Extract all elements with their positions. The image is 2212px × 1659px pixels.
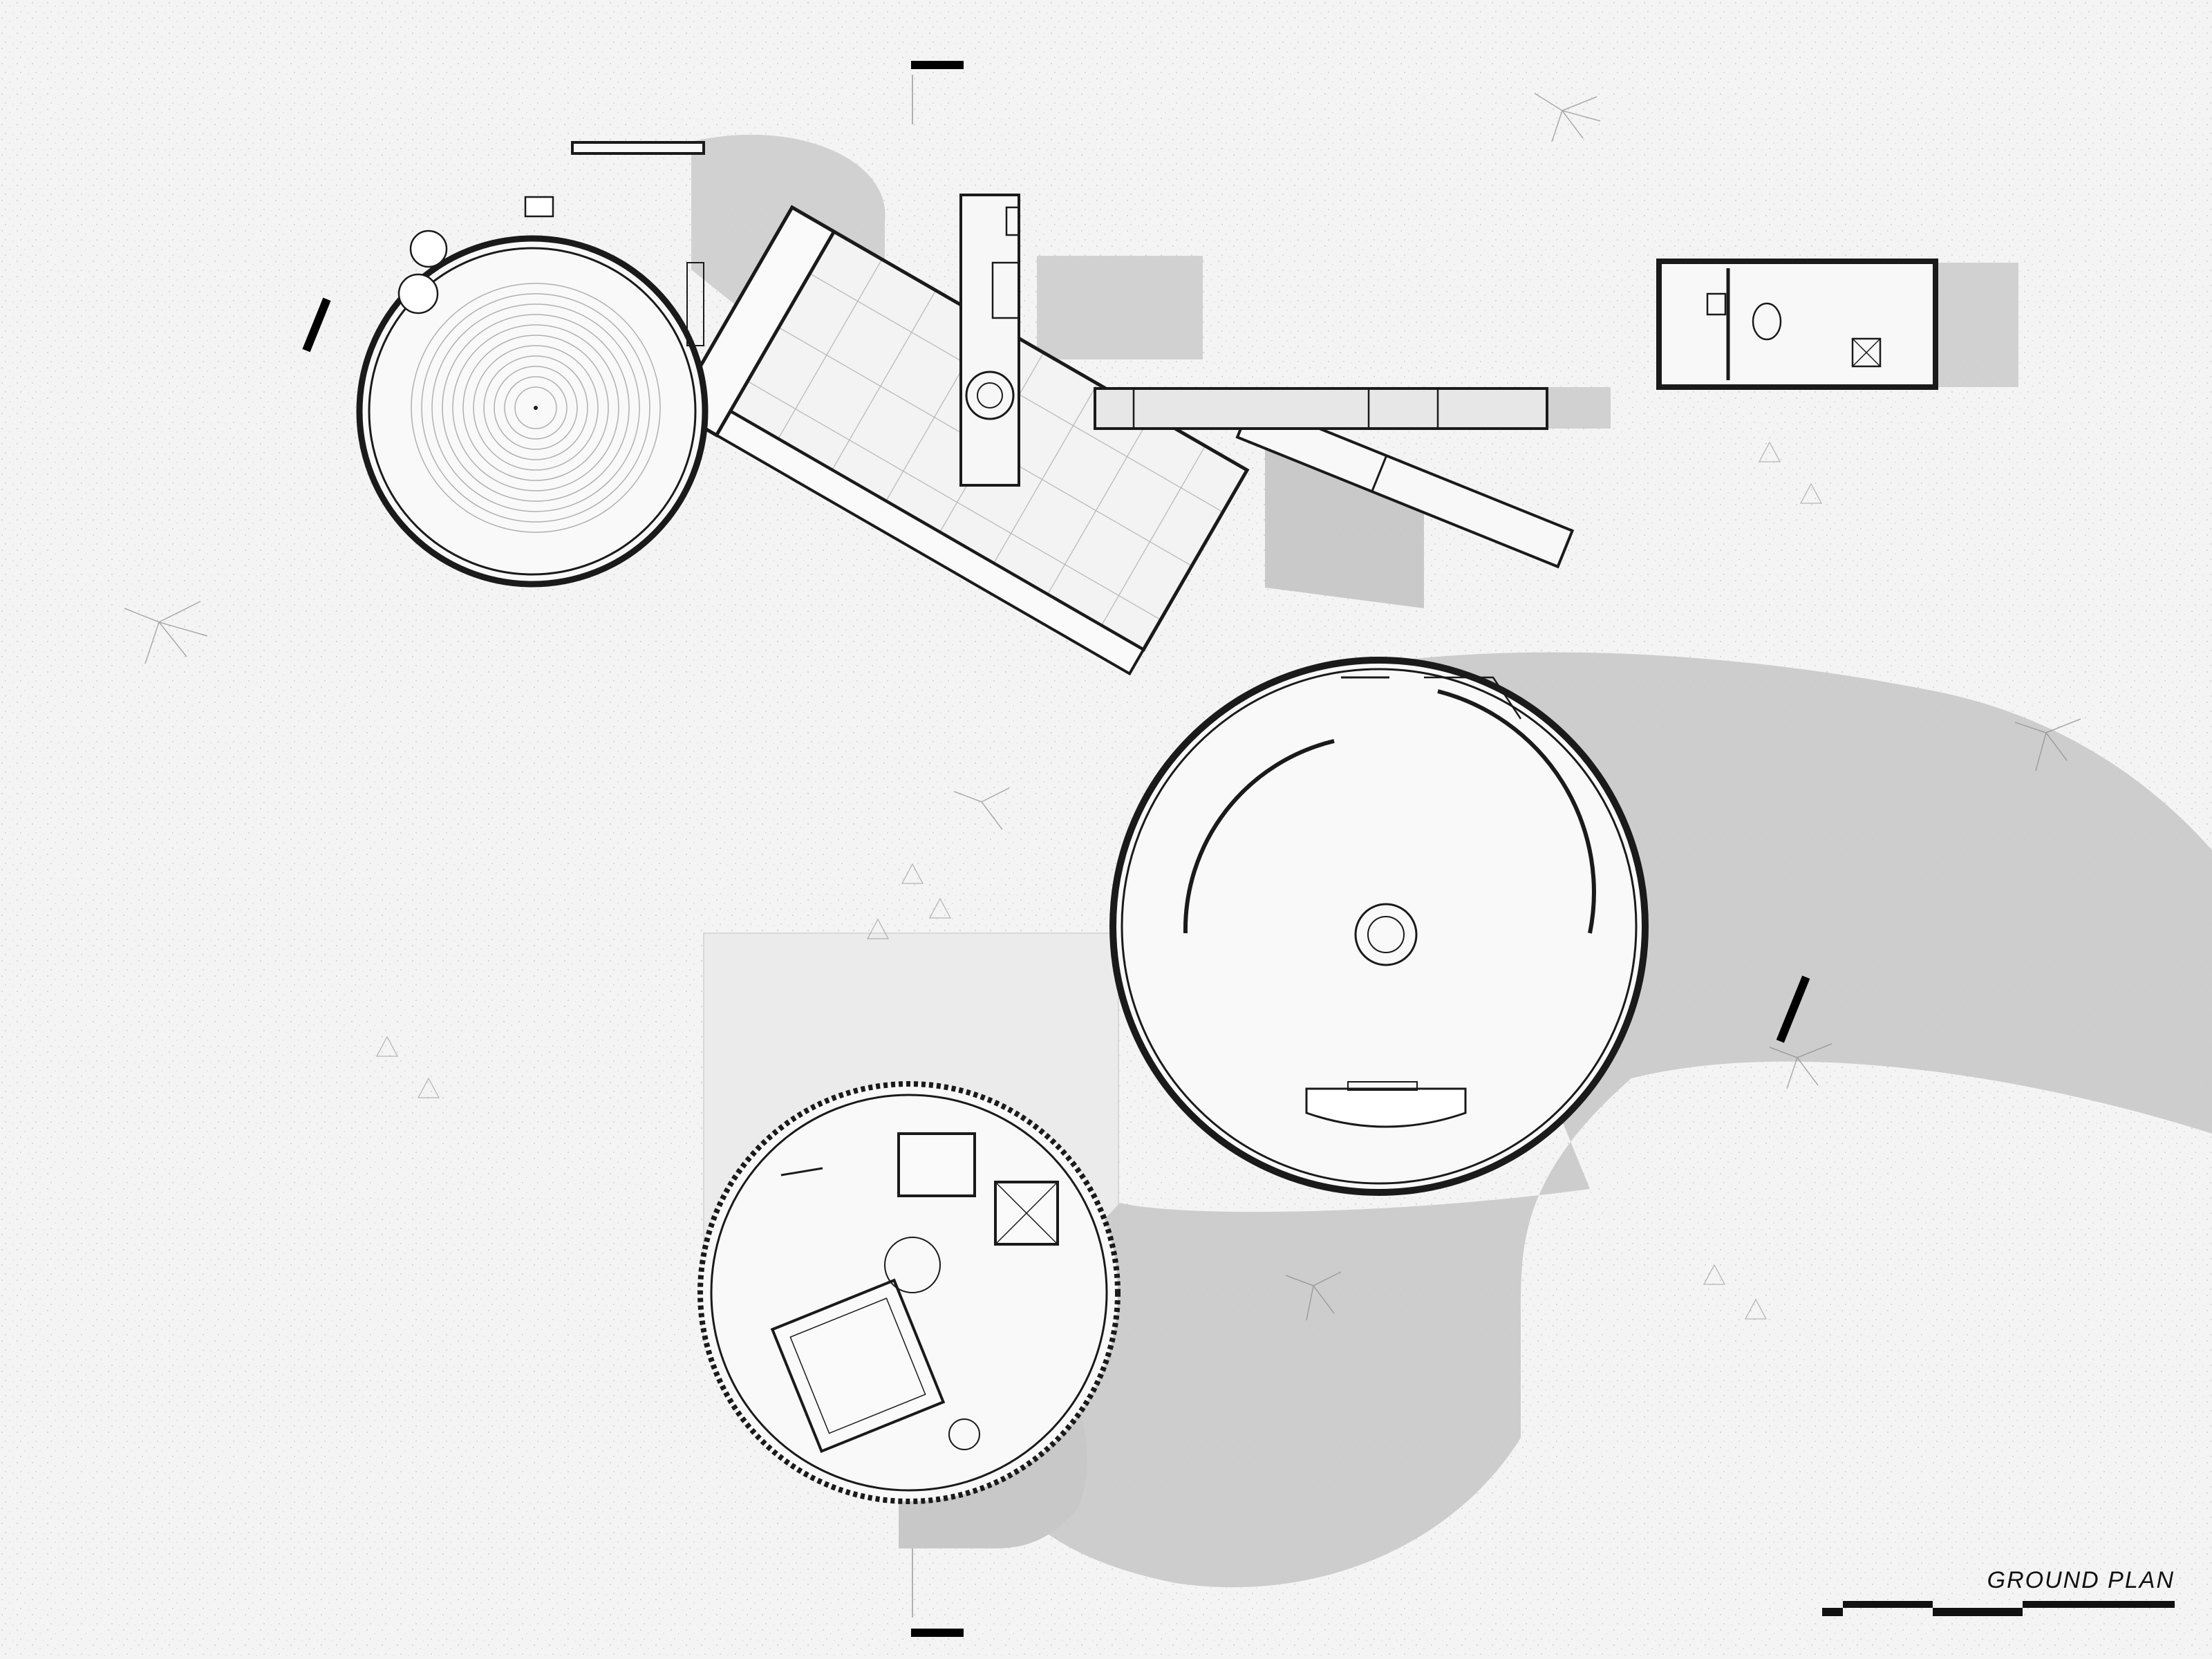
pavilion-toilet — [1752, 302, 1782, 341]
vertical-slab — [959, 194, 1020, 487]
tower-main-stair — [1437, 689, 1596, 934]
drawing-title: GROUND PLAN — [1987, 1567, 2175, 1593]
tower-bedroom — [697, 1081, 1121, 1504]
tower-northwest-center — [534, 406, 538, 410]
tower-northwest-desk — [524, 196, 554, 218]
shadow-vertical-slab — [1037, 256, 1203, 359]
scale-bar — [1822, 1601, 2175, 1618]
bedroom-closet — [897, 1132, 976, 1197]
tower-northwest-stair — [686, 262, 704, 346]
shadow-main-tower — [954, 652, 2212, 1588]
tower-main-center — [1354, 903, 1418, 966]
bedroom-rug — [884, 1237, 941, 1293]
pavilion-shower — [1851, 337, 1882, 368]
marker-left — [302, 297, 331, 353]
shadow-small-block — [1936, 263, 2018, 387]
tower-northwest-seat-a — [409, 229, 448, 268]
horizontal-slab — [1094, 387, 1548, 430]
scale-bar-segment — [1843, 1601, 1933, 1608]
marker-top — [911, 61, 964, 69]
tower-main-sink — [1347, 1081, 1418, 1091]
vegetation-symbols — [124, 93, 2081, 1321]
shadow-horizontal-slab — [1548, 387, 1611, 429]
bedroom-stool — [948, 1418, 980, 1450]
section-markers — [302, 61, 1810, 1637]
scale-bar-segment — [1822, 1608, 1843, 1616]
tower-northwest-rings — [411, 283, 661, 533]
tower-main-inner-wall — [1183, 739, 1335, 934]
scale-bar-segment — [2023, 1601, 2175, 1608]
bed — [770, 1278, 946, 1454]
scale-bar-segment — [1933, 1608, 2023, 1616]
tower-northwest — [356, 141, 709, 588]
tower-main-counter — [1305, 1087, 1467, 1128]
triangle-symbols — [375, 441, 1823, 1320]
vertical-slab-column — [965, 371, 1015, 420]
tower-main — [1109, 657, 1649, 1196]
pavilion-sink — [1706, 292, 1727, 316]
tower-northwest-entry — [571, 141, 705, 155]
tower-northwest-seat-b — [397, 273, 439, 315]
marker-bottom — [911, 1629, 964, 1637]
service-pavilion — [1656, 259, 1938, 390]
marker-right — [1776, 975, 1810, 1043]
